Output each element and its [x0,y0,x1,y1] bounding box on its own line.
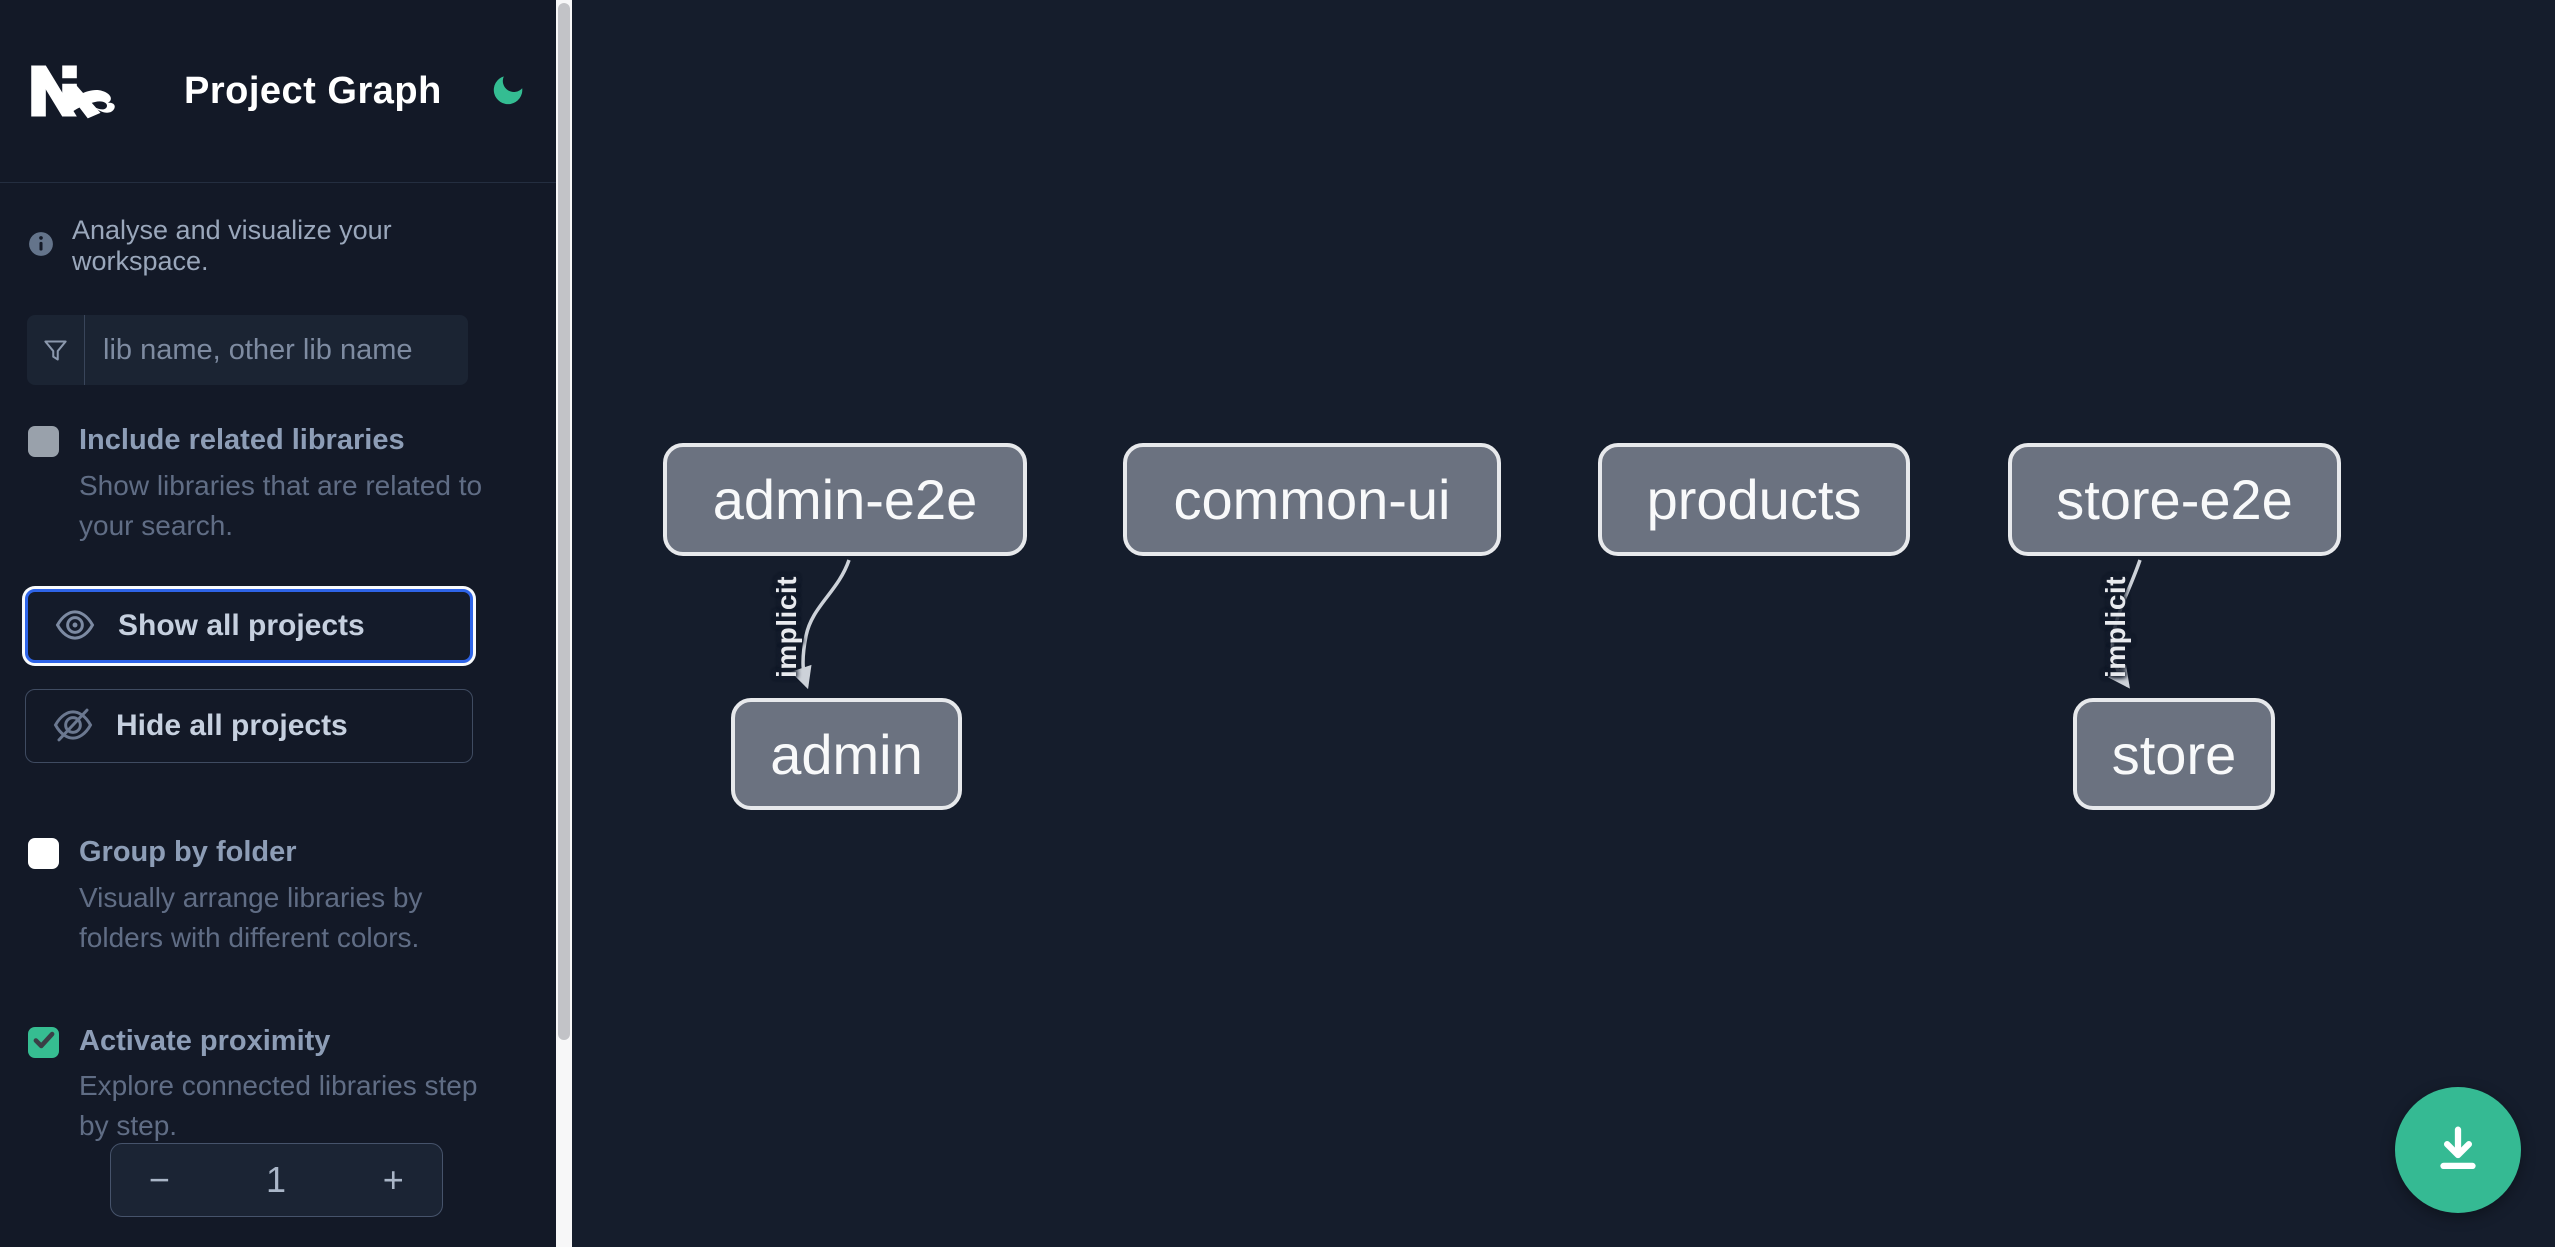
eye-off-icon [52,704,94,749]
group-by-folder-description: Visually arrange libraries by folders wi… [79,882,423,953]
funnel-icon [27,315,85,385]
group-by-folder-label: Group by folder [79,836,297,869]
option-group-by-folder: Group by folder Visually arrange librari… [0,835,556,957]
include-related-label: Include related libraries [79,424,405,456]
info-icon [28,231,54,262]
nx-logo-icon [28,60,122,122]
show-all-projects-button[interactable]: Show all projects [25,589,473,664]
show-all-projects-label: Show all projects [118,609,365,643]
filter-input[interactable] [85,315,468,385]
option-include-related: Include related libraries Show libraries… [0,423,556,545]
edge-label-implicit: implicit [2100,575,2131,679]
sidebar-header: Project Graph [0,0,556,183]
tagline-text: Analyse and visualize your workspace. [72,215,392,276]
eye-icon [54,604,96,649]
group-by-folder-checkbox[interactable] [28,838,59,870]
activate-proximity-checkbox[interactable] [28,1026,59,1058]
activate-proximity-label: Activate proximity [79,1024,331,1057]
theme-toggle-button[interactable] [488,71,528,111]
sidebar: Project Graph Analyse and visualize your… [0,0,556,1247]
download-icon [2429,1120,2487,1181]
download-graph-button[interactable] [2395,1087,2521,1213]
include-related-description: Show libraries that are related to your … [79,469,483,541]
sidebar-scrollbar-track [556,0,572,1247]
stepper-value: 1 [265,1159,287,1200]
graph-node-products[interactable]: products [1598,443,1910,556]
graph-edges [790,559,2142,690]
sidebar-scrollbar-thumb[interactable] [558,3,570,1040]
graph-node-store-e2e[interactable]: store-e2e [2008,443,2341,556]
hide-all-projects-label: Hide all projects [116,709,348,743]
decrement-button[interactable]: − [111,1144,207,1216]
edge-admin-e2e-admin [790,559,851,690]
graph-node-admin-e2e[interactable]: admin-e2e [663,443,1027,556]
graph-node-common-ui[interactable]: common-ui [1123,443,1501,556]
page-title: Project Graph [184,69,442,112]
project-graph-canvas[interactable]: implicit implicit admin-e2e common-ui pr… [572,0,2555,1247]
checkmark-icon [31,1027,57,1058]
hide-all-projects-button[interactable]: Hide all projects [25,689,473,764]
graph-node-store[interactable]: store [2073,698,2275,810]
option-activate-proximity: Activate proximity Explore connected lib… [0,1024,556,1146]
edge-label-implicit: implicit [771,575,802,679]
include-related-checkbox[interactable] [28,426,59,457]
increment-button[interactable]: + [345,1144,442,1216]
edge-store-e2e-store [2108,559,2142,689]
graph-node-admin[interactable]: admin [731,698,962,810]
moon-icon [489,71,527,112]
workspace-tagline: Analyse and visualize your workspace. [0,183,556,287]
activate-proximity-description: Explore connected libraries step by step… [79,1070,478,1142]
filter-box [27,315,468,385]
proximity-depth-stepper: − 1 + [110,1143,443,1217]
